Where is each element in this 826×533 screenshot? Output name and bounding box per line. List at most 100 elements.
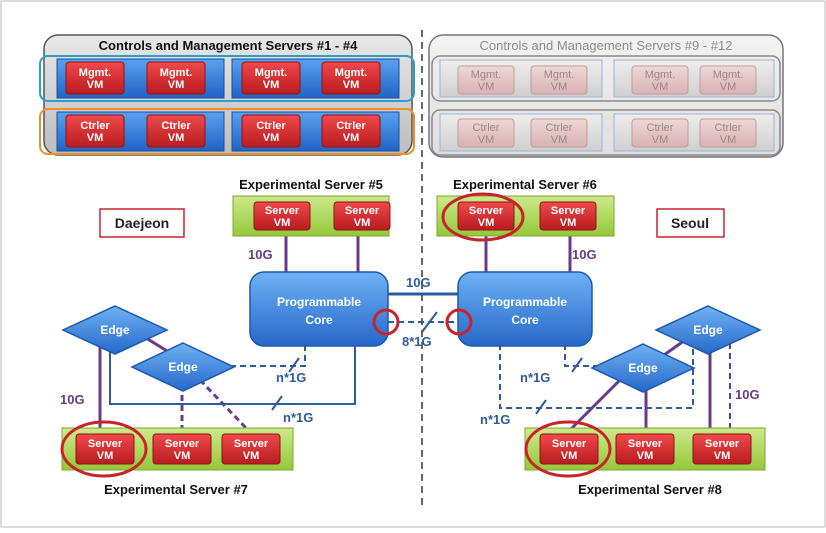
slash-core-core <box>421 311 438 333</box>
ghost-mgmt-vm-1-line2: VM <box>478 81 495 93</box>
mgmt-vm-1: Mgmt.VM <box>65 61 125 95</box>
s7-server-vm-2-line1: Server <box>165 438 200 450</box>
ctrl-vm-4-line2: VM <box>343 132 360 144</box>
ghost-ctrl-vm-3-line2: VM <box>652 134 669 146</box>
slash-left-upper <box>288 357 300 373</box>
ghost-ctrl-vm-2-line2: VM <box>551 134 568 146</box>
edge-right-1-label: Edge <box>628 361 658 375</box>
slash-right-lower <box>535 399 547 415</box>
ctrl-vm-3-line2: VM <box>263 132 280 144</box>
mgmt-vm-2-line2: VM <box>168 79 185 91</box>
highlight-server-6-vm <box>441 192 525 242</box>
control-panel-right-title: Controls and Management Servers #9 - #12 <box>480 38 733 53</box>
mgmt-vm-2-line1: Mgmt. <box>160 67 192 79</box>
s7-server-vm-1-line1: Server <box>88 438 123 450</box>
control-panel-left-title: Controls and Management Servers #1 - #4 <box>99 38 358 53</box>
core-right-line1: Programmable <box>483 295 567 309</box>
ghost-mgmt-vm-2-line2: VM <box>551 81 568 93</box>
s8-server-vm-3-line2: VM <box>714 450 731 462</box>
ghost-row-2 <box>431 109 781 156</box>
label-core-core-8x1g: 8*1G <box>402 334 432 349</box>
mgmt-vm-4-line1: Mgmt. <box>335 67 367 79</box>
ctrl-vm-4-line1: Ctrler <box>336 120 366 132</box>
s6-server-vm-2-line1: Server <box>551 205 586 217</box>
programmable-core-right: Programmable Core <box>457 271 593 347</box>
programmable-core-left: Programmable Core <box>249 271 389 347</box>
ghost-mgmt-vm-4-line1: Mgmt. <box>713 69 744 81</box>
label-s8-edge: 10G <box>735 387 760 402</box>
ghost-mgmt-vm-4-line2: VM <box>720 81 737 93</box>
ghost-mgmt-vm-2-line1: Mgmt. <box>544 69 575 81</box>
highlight-core-right-port <box>445 308 473 336</box>
s5-server-vm-1-line1: Server <box>265 205 300 217</box>
s8-server-vm-2-line2: VM <box>637 450 654 462</box>
link-n1g-right-lower <box>499 338 694 409</box>
edge-right-2-label: Edge <box>693 323 723 337</box>
edge-left-2-label: Edge <box>168 360 198 374</box>
core-left-line1: Programmable <box>277 295 361 309</box>
link-n1g-left-lower <box>109 340 356 405</box>
mgmt-row-outline <box>39 55 415 102</box>
s8-server-vm-1-line2: VM <box>561 450 578 462</box>
ghost-ctrl-vm-1-line2: VM <box>478 134 495 146</box>
s6-server-vm-1-line1: Server <box>469 205 504 217</box>
edge-switch-right-1: Edge <box>590 343 696 393</box>
label-n1g-left-lower: n*1G <box>283 410 313 425</box>
s8-server-vm-3-line1: Server <box>705 438 740 450</box>
s7-server-vm-3-line1: Server <box>234 438 269 450</box>
mgmt-vm-4-line2: VM <box>343 79 360 91</box>
mgmt-vm-1-line1: Mgmt. <box>79 67 111 79</box>
ghost-ctrl-vm-2-line1: Ctrler <box>546 122 573 134</box>
edge-switch-left-2: Edge <box>130 342 236 392</box>
mgmt-vm-3-line1: Mgmt. <box>255 67 287 79</box>
highlights <box>60 192 612 478</box>
slash-left-lower <box>271 395 283 411</box>
core-left-line2: Core <box>305 313 333 327</box>
mgmt-vm-4: Mgmt.VM <box>321 61 381 95</box>
ctrl-vm-2-line1: Ctrler <box>161 120 191 132</box>
s6-server-vm-1-line2: VM <box>478 217 495 229</box>
ctrl-vm-1-line2: VM <box>87 132 104 144</box>
s8-server-vm-1-line1: Server <box>552 438 587 450</box>
label-n1g-right-upper: n*1G <box>520 370 550 385</box>
s6-server-vm-2-line2: VM <box>560 217 577 229</box>
label-s6-core: 10G <box>572 247 597 262</box>
s7-server-vm-3-line2: VM <box>243 450 260 462</box>
label-n1g-right-lower: n*1G <box>480 412 510 427</box>
highlight-server-8-vm <box>524 420 612 478</box>
edge-left-1-label: Edge <box>100 323 130 337</box>
server-6-label: Experimental Server #6 <box>453 177 597 192</box>
ctrl-vm-2-line2: VM <box>168 132 185 144</box>
city-seoul: Seoul <box>656 208 725 238</box>
label-s7-edge: 10G <box>60 392 85 407</box>
s7-server-vm-2-line2: VM <box>174 450 191 462</box>
highlight-core-left-port <box>372 308 400 336</box>
edge-switch-right-2: Edge <box>654 305 762 355</box>
highlight-server-7-vm <box>60 420 148 478</box>
mgmt-vm-2: Mgmt.VM <box>146 61 206 95</box>
ghost-mgmt-vm-3-line1: Mgmt. <box>645 69 676 81</box>
ghost-mgmt-vm-3: Mgmt.VM <box>631 65 689 95</box>
s5-server-vm-2-line1: Server <box>345 205 380 217</box>
s5-server-vm-2-line2: VM <box>354 217 371 229</box>
label-core-core-10g: 10G <box>406 275 431 290</box>
ghost-mgmt-vm-3-line2: VM <box>652 81 669 93</box>
link-n1g-right-upper <box>564 344 600 367</box>
